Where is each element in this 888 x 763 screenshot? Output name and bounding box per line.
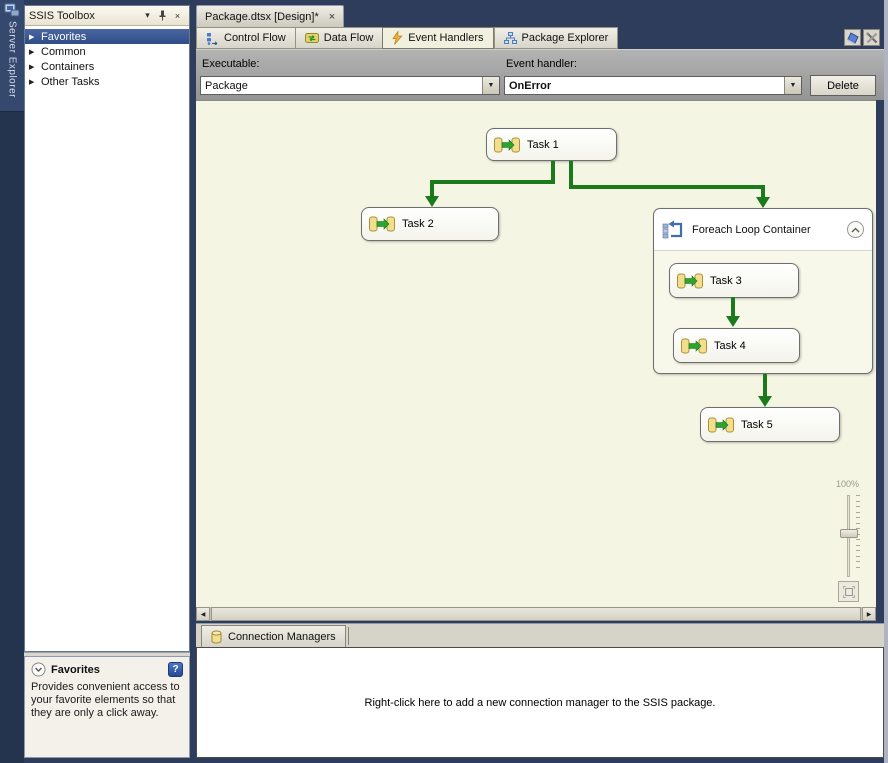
pin-icon[interactable] (155, 8, 170, 23)
event-handler-value: OnError (509, 79, 552, 92)
tab-close-icon[interactable]: × (328, 10, 336, 23)
expander-icon[interactable]: ▶ (29, 33, 35, 41)
task-label: Task 2 (402, 218, 434, 230)
expander-icon[interactable]: ▶ (29, 78, 35, 86)
connection-managers-tab-label: Connection Managers (228, 630, 336, 643)
task-2-box[interactable]: Task 2 (361, 207, 499, 241)
tab-label: Data Flow (323, 32, 374, 44)
toolbox-splitter[interactable] (24, 652, 190, 656)
tab-data-flow[interactable]: Data Flow (294, 27, 383, 49)
tools-icon[interactable] (863, 29, 880, 46)
window-position-icon[interactable]: ▾ (145, 10, 150, 20)
close-icon[interactable]: × (174, 10, 181, 21)
combo-arrow-icon[interactable]: ▼ (482, 77, 499, 94)
task-1-box[interactable]: Task 1 (486, 128, 617, 161)
connection-managers-hint: Right-click here to add a new connection… (364, 696, 716, 709)
tab-label: Event Handlers (408, 32, 484, 44)
toolbox-item-containers[interactable]: ▶ Containers (25, 59, 189, 74)
favorites-panel-description: Provides convenient access to your favor… (31, 681, 180, 719)
executable-dropdown[interactable]: Package ▼ (200, 76, 500, 95)
toolbox-item-label: Favorites (41, 30, 87, 43)
tab-event-handlers[interactable]: Event Handlers (382, 27, 494, 49)
toolbox-item-label: Common (41, 45, 86, 58)
favorites-panel-title: Favorites (51, 663, 100, 676)
task-label: Task 3 (710, 274, 742, 287)
server-explorer-tab[interactable]: Server Explorer (0, 0, 24, 112)
task-icon (494, 137, 520, 152)
help-icon[interactable]: ? (168, 662, 183, 677)
toolbox-title: SSIS Toolbox (29, 9, 95, 22)
tab-separator (347, 627, 349, 645)
tab-package-explorer[interactable]: Package Explorer (493, 27, 619, 49)
favorites-panel-header: Favorites ? (31, 662, 183, 677)
eraser-icon[interactable] (844, 29, 861, 46)
task-label: Task 5 (741, 418, 773, 431)
designer-tab-strip: Control Flow Data Flow Event Handlers (196, 27, 619, 49)
toolbox-item-label: Containers (41, 60, 95, 73)
toolbox-item-other-tasks[interactable]: ▶ Other Tasks (25, 74, 189, 89)
window-right-edge (884, 0, 888, 763)
connection-managers-panel[interactable]: Right-click here to add a new connection… (196, 647, 884, 758)
scroll-left-icon[interactable]: ◀ (196, 607, 210, 621)
foreach-loop-header[interactable]: Foreach Loop Container (654, 209, 872, 251)
event-handler-design-surface[interactable]: Task 1 Task 2 Foreach Loop Container (196, 100, 876, 607)
combo-arrow-icon[interactable]: ▼ (784, 77, 801, 94)
event-handler-dropdown[interactable]: OnError ▼ (504, 76, 802, 95)
expander-icon[interactable]: ▶ (29, 48, 35, 56)
document-tab[interactable]: Package.dtsx [Design]* × (196, 5, 345, 27)
toolbox-item-label: Other Tasks (41, 75, 100, 88)
scrollbar-thumb[interactable] (211, 607, 861, 621)
foreach-loop-icon (662, 220, 683, 238)
container-label: Foreach Loop Container (692, 223, 811, 236)
package-explorer-icon (503, 31, 517, 44)
data-flow-icon (304, 33, 319, 43)
task-icon (369, 216, 395, 232)
toolbox-item-common[interactable]: ▶ Common (25, 44, 189, 59)
zoom-control: 100% (832, 479, 866, 602)
server-explorer-label: Server Explorer (6, 21, 18, 98)
zoom-fit-icon[interactable] (838, 581, 859, 602)
task-label: Task 1 (527, 138, 559, 151)
executable-value: Package (205, 79, 248, 92)
executable-label: Executable: (202, 58, 260, 70)
connection-managers-strip: Connection Managers (196, 623, 884, 647)
connection-managers-tab[interactable]: Connection Managers (201, 625, 346, 647)
activity-bar: Server Explorer (0, 0, 24, 763)
task-label: Task 4 (714, 339, 746, 352)
zoom-slider-handle[interactable] (840, 529, 858, 538)
task-3-box[interactable]: Task 3 (669, 263, 799, 298)
event-handler-label: Event handler: (506, 58, 577, 70)
task-icon (708, 417, 734, 432)
scroll-right-icon[interactable]: ▶ (862, 607, 876, 621)
toolbox-title-bar: SSIS Toolbox ▾ × (25, 6, 189, 26)
connection-manager-icon (211, 630, 222, 644)
server-explorer-icon (4, 3, 20, 17)
delete-button[interactable]: Delete (810, 75, 876, 96)
strip-utility-buttons (844, 29, 880, 46)
task-icon (677, 273, 703, 288)
tab-control-flow[interactable]: Control Flow (196, 27, 295, 49)
control-flow-icon (207, 32, 218, 45)
task-icon (681, 338, 707, 353)
task-4-box[interactable]: Task 4 (673, 328, 800, 363)
toolbox-item-favorites[interactable]: ▶ Favorites (25, 29, 189, 44)
task-5-box[interactable]: Task 5 (700, 407, 840, 442)
document-tab-title: Package.dtsx [Design]* (205, 10, 319, 23)
chevron-circle-icon[interactable] (31, 662, 46, 677)
toolbox-item-list: ▶ Favorites ▶ Common ▶ Containers ▶ Othe… (25, 26, 189, 89)
foreach-loop-container[interactable]: Foreach Loop Container Task 3 (653, 208, 873, 374)
favorites-description-panel: Favorites ? Provides convenient access t… (24, 656, 190, 758)
event-handlers-icon (392, 31, 403, 45)
tab-label: Control Flow (224, 32, 286, 44)
tab-label: Package Explorer (521, 32, 609, 44)
zoom-slider-ticks (856, 495, 860, 568)
zoom-level: 100% (836, 479, 860, 489)
expander-icon[interactable]: ▶ (29, 63, 35, 71)
horizontal-scrollbar[interactable]: ◀ ▶ (196, 607, 876, 621)
ssis-toolbox-panel: SSIS Toolbox ▾ × ▶ Favorites ▶ Common ▶ … (24, 5, 190, 652)
event-handler-header: Executable: Event handler: Package ▼ OnE… (196, 49, 884, 100)
collapse-icon[interactable] (847, 221, 864, 238)
